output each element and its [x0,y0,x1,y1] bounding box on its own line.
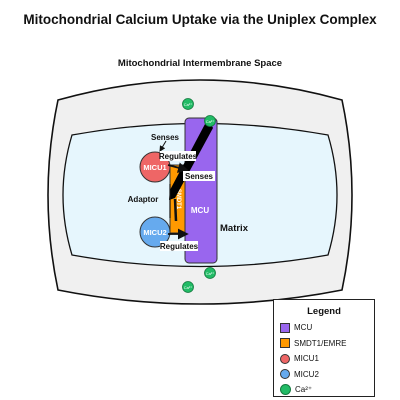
legend-item-smdt1: SMDT1/EMRE [274,336,374,352]
micu2-label: MICU2 [143,228,166,237]
intermembrane-label: Mitochondrial Intermembrane Space [118,58,282,69]
legend-title: Legend [307,306,341,317]
micu1-label: MICU1 [143,163,166,172]
regulates-arrow-top [167,162,189,173]
legend: Legend MCU SMDT1/EMRE MICU1 MICU2 Ca²⁺ [273,299,375,397]
regulates-bottom-bg [160,241,198,251]
legend-swatch-smdt1 [280,338,290,349]
svg-text:Ca²⁺: Ca²⁺ [184,285,193,290]
regulates-top-bg [160,151,196,161]
adaptor-arrow [173,198,178,222]
svg-text:Ca²⁺: Ca²⁺ [184,102,193,107]
mcu-label: MCU [191,206,209,215]
calcium-ion-bottom-left: Ca²⁺ [182,281,194,293]
regulates-label-bottom: Regulates [160,242,199,251]
legend-swatch-mcu [280,322,290,333]
calcium-ion-bottom: Ca²⁺ [204,267,216,279]
legend-item-calcium: Ca²⁺ [274,382,374,398]
legend-swatch-calcium [280,384,291,396]
micu2 [139,216,171,248]
legend-label-calcium: Ca²⁺ [295,385,313,395]
calcium-ion-top-left: Ca²⁺ [182,98,194,110]
senses-label-top: Senses [151,133,180,142]
legend-swatch-micu1 [280,353,290,364]
adaptor-label: Adaptor [128,195,159,204]
matrix-label: Matrix [220,223,249,234]
smdt1-label: SMDT1 [175,189,181,210]
legend-label-smdt1: SMDT1/EMRE [294,338,347,348]
senses-mid-bg [183,171,215,181]
legend-item-mcu: MCU [274,320,374,336]
svg-text:Ca²⁺: Ca²⁺ [206,119,215,124]
svg-text:Ca²⁺: Ca²⁺ [206,271,215,276]
legend-item-micu2: MICU2 [274,367,374,383]
legend-label-micu2: MICU2 [294,369,319,379]
legend-item-micu1: MICU1 [274,351,374,367]
senses-arrow-top [159,140,167,152]
legend-label-mcu: MCU [294,323,313,333]
senses-label-mid: Senses [185,172,214,181]
diagram-title: Mitochondrial Calcium Uptake via the Uni… [23,12,377,27]
legend-swatch-micu2 [280,369,290,380]
regulates-label-top: Regulates [159,152,198,161]
calcium-ion-top-right: Ca²⁺ [204,115,216,127]
legend-label-micu1: MICU1 [294,354,319,364]
